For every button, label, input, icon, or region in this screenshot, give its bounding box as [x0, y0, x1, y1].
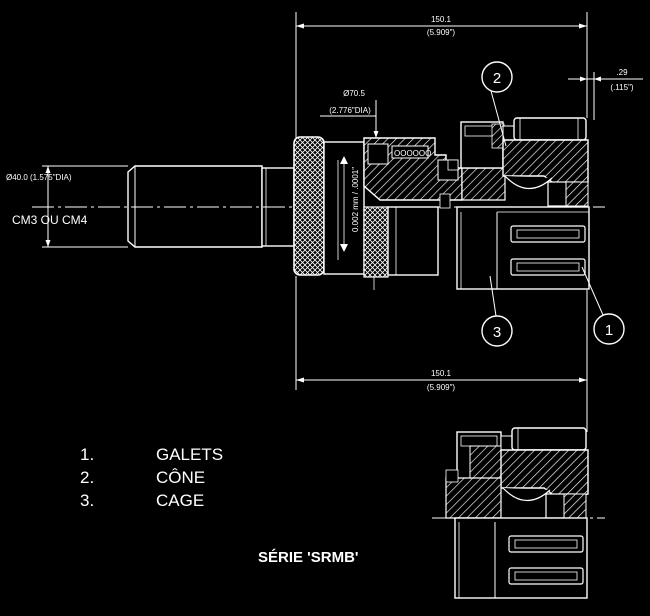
right-gap-dimension: .29 (.115") — [568, 68, 643, 120]
cage-section — [456, 206, 590, 290]
svg-text:2: 2 — [493, 70, 501, 87]
legend-num-3: 3. — [80, 491, 94, 510]
legend-num-1: 1. — [80, 445, 94, 464]
bottom-length-dimension: 150.1 (5.909") — [295, 276, 588, 432]
bottom-length-inches: (5.909") — [427, 383, 456, 392]
callout-1: 1 — [581, 266, 625, 345]
top-length-value: 150.1 — [431, 15, 452, 24]
head-diameter-inches: (2.776"DIA) — [329, 106, 371, 115]
legend-label-3: CAGE — [156, 491, 204, 510]
legend-label-1: GALETS — [156, 445, 223, 464]
legend: 1. GALETS 2. CÔNE 3. CAGE — [80, 445, 223, 510]
svg-text:1: 1 — [605, 322, 613, 339]
srmb-variant — [432, 427, 605, 599]
callout-3: 3 — [481, 275, 513, 347]
series-title: SÉRIE 'SRMB' — [258, 549, 358, 566]
right-gap-value: .29 — [616, 68, 628, 77]
cone-section — [460, 117, 589, 207]
svg-text:OOOOOO: OOOOOO — [394, 149, 431, 158]
bottom-length-value: 150.1 — [431, 369, 452, 378]
svg-text:3: 3 — [493, 324, 501, 341]
top-length-inches: (5.909") — [427, 28, 456, 37]
legend-num-2: 2. — [80, 468, 94, 487]
shank-diameter-label: Ø40.0 (1.575"DIA) — [6, 173, 72, 182]
upper-section: OOOOOO — [363, 137, 506, 209]
shank: Ø40.0 (1.575"DIA) CM3 OU CM4 — [6, 165, 295, 248]
head-diameter-value: Ø70.5 — [343, 89, 365, 98]
micrometer-body: 0.002 mm / .0001" — [323, 141, 439, 290]
legend-label-2: CÔNE — [156, 468, 205, 487]
head-diameter-dimension: Ø70.5 (2.776"DIA) — [320, 89, 379, 140]
right-gap-inches: (.115") — [610, 83, 633, 92]
top-length-dimension: 150.1 (5.909") — [295, 12, 588, 138]
callout-2: 2 — [481, 61, 513, 147]
shank-taper-label: CM3 OU CM4 — [12, 213, 88, 227]
micrometer-text: 0.002 mm / .0001" — [351, 167, 360, 232]
knurled-collar — [293, 136, 325, 276]
